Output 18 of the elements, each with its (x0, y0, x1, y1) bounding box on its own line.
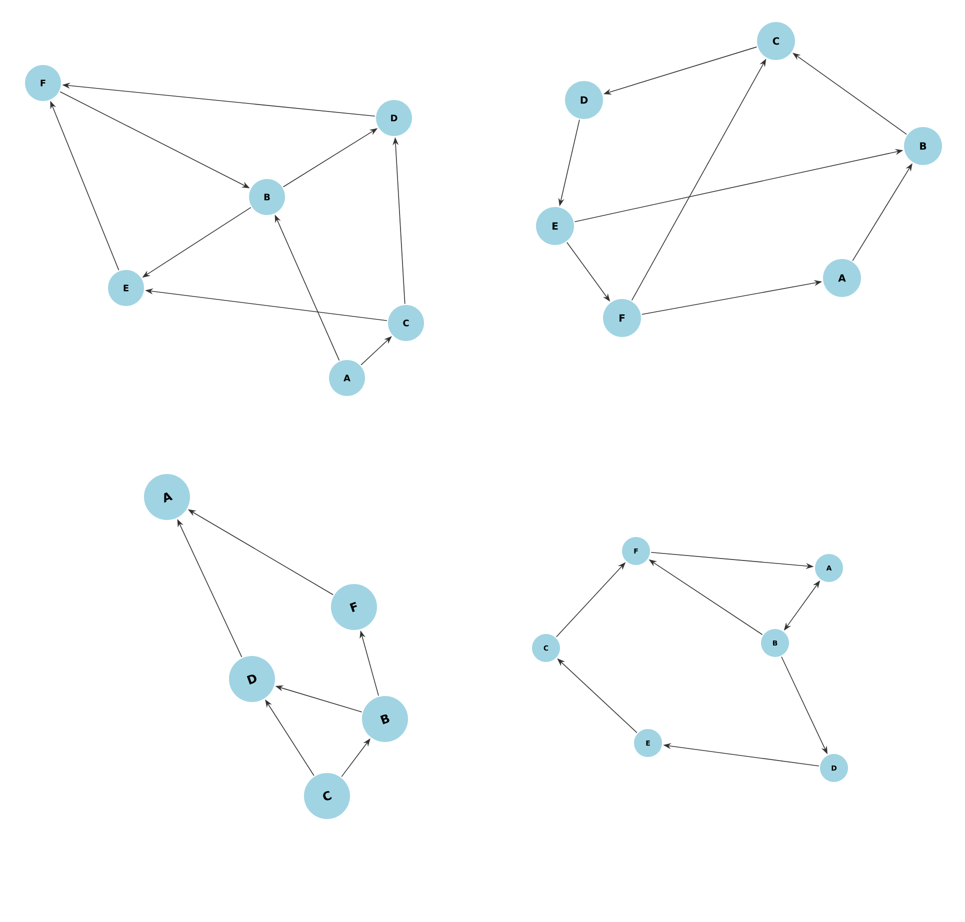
graph-node: C (388, 305, 424, 341)
graph-node: A (823, 259, 861, 297)
graph-node: F (603, 299, 641, 337)
graph-node: F (331, 584, 377, 630)
arrow (360, 336, 392, 366)
graph-node: A (144, 474, 190, 520)
graph-node: C (757, 22, 795, 60)
graph-node: B (362, 696, 408, 742)
graph-node: D (229, 656, 275, 702)
graph-node: E (108, 270, 144, 306)
graph-node: B (904, 127, 942, 165)
graph-node: A (329, 360, 365, 396)
graph-node: E (536, 207, 574, 245)
graph-node: C (304, 773, 350, 819)
graph-node: F (25, 65, 61, 101)
graph-node: D (376, 100, 412, 136)
graph-node: B (249, 179, 285, 215)
graph-node: D (565, 81, 603, 119)
